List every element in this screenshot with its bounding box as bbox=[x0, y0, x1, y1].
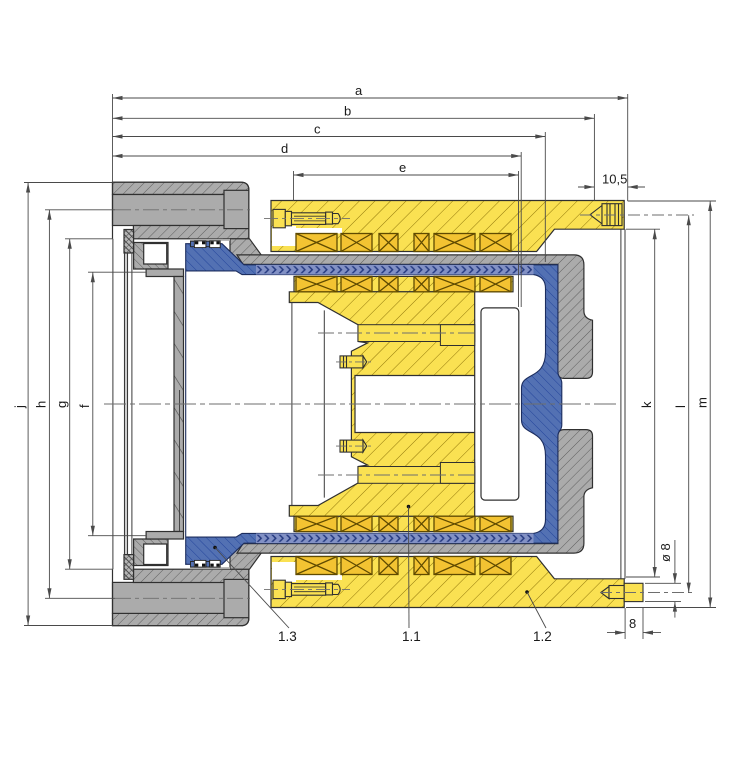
svg-text:d: d bbox=[281, 141, 288, 156]
svg-text:e: e bbox=[399, 160, 406, 175]
svg-text:j: j bbox=[12, 405, 27, 409]
svg-text:1.3: 1.3 bbox=[278, 629, 297, 644]
svg-text:g: g bbox=[54, 401, 69, 408]
svg-text:h: h bbox=[34, 401, 49, 408]
svg-text:b: b bbox=[344, 104, 351, 119]
svg-text:c: c bbox=[314, 122, 321, 137]
svg-text:1.1: 1.1 bbox=[402, 629, 421, 644]
svg-text:1.2: 1.2 bbox=[533, 629, 552, 644]
svg-text:f: f bbox=[77, 404, 92, 408]
svg-text:10,5: 10,5 bbox=[602, 172, 627, 187]
svg-text:m: m bbox=[695, 397, 710, 408]
svg-text:l: l bbox=[673, 405, 688, 408]
svg-text:8: 8 bbox=[629, 616, 636, 631]
svg-text:a: a bbox=[355, 83, 363, 98]
svg-text:ø 8: ø 8 bbox=[658, 543, 673, 562]
svg-text:k: k bbox=[639, 401, 654, 408]
